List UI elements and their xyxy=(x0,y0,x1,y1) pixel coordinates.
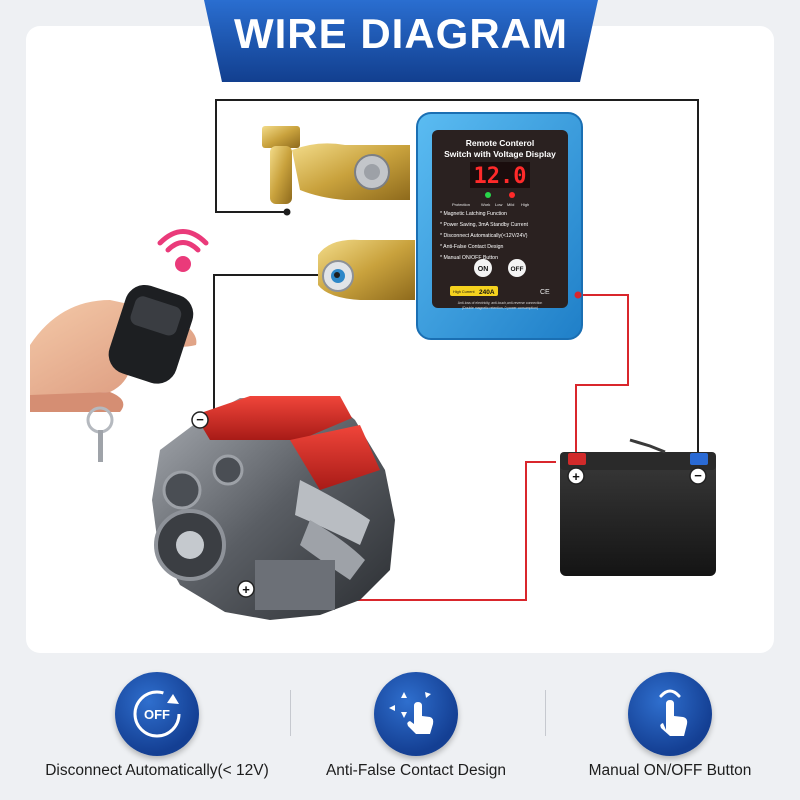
device-feature-1: * Magnetic Latching Function xyxy=(440,211,507,217)
engine-positive-label: + xyxy=(242,582,250,597)
feature-label-auto-disconnect: Disconnect Automatically(< 12V) xyxy=(45,762,269,779)
device-feature-5: * Manual ON/OFF Button xyxy=(440,255,498,261)
on-button-label: ON xyxy=(478,266,489,273)
engine-negative-label: − xyxy=(196,412,204,427)
feature-divider-2 xyxy=(545,690,546,736)
feature-label-manual-button: Manual ON/OFF Button xyxy=(588,762,752,779)
red-wire-engine xyxy=(246,461,556,601)
device-fine-print-2: (Double magnetic retention, 0 power cons… xyxy=(462,306,538,310)
off-button-label: OFF xyxy=(511,266,524,273)
device-feature-3: * Disconnect Automatically(<12V/24V) xyxy=(440,233,528,239)
feature-divider-1 xyxy=(290,690,291,736)
device-feature-2: * Power Saving, 3mA Standby Current xyxy=(440,222,529,228)
voltage-display: 12.0 xyxy=(474,164,527,189)
feature-auto-disconnect: OFF Disconnect Automatically(< 12V) xyxy=(24,672,290,792)
indicator-label-high: High xyxy=(521,202,529,207)
battery-positive-terminal: + xyxy=(567,467,585,485)
on-button[interactable] xyxy=(474,259,492,277)
title-banner xyxy=(204,0,598,82)
remote-control-hand xyxy=(30,229,209,462)
black-wire-top xyxy=(215,99,699,455)
remote-switch-device: Remote Conterol Switch with Voltage Disp… xyxy=(416,112,583,340)
battery xyxy=(560,438,716,576)
auto-off-icon: OFF xyxy=(115,672,199,756)
touch-drag-icon xyxy=(374,672,458,756)
battery-negative-terminal: − xyxy=(689,467,707,485)
battery-clamp-upper xyxy=(262,126,410,216)
device-feature-4: * Anti-False Contact Design xyxy=(440,244,504,250)
page-title: WIRE DIAGRAM xyxy=(234,10,568,57)
engine-negative-terminal: − xyxy=(191,411,209,429)
indicator-label-low: Low xyxy=(495,202,502,207)
indicator-label-mild: Mild xyxy=(507,202,514,207)
device-fine-print-1: Anti-loss of electricity, anti-touch,ant… xyxy=(458,301,543,305)
feature-label-anti-false-contact: Anti-False Contact Design xyxy=(325,762,507,779)
work-indicator-led xyxy=(485,192,491,198)
feature-anti-false-contact: Anti-False Contact Design xyxy=(283,672,549,792)
feature-manual-button: Manual ON/OFF Button xyxy=(537,672,800,792)
current-rating: 240A xyxy=(479,289,495,296)
device-title-line2: Switch with Voltage Display xyxy=(444,149,556,159)
svg-text:OFF: OFF xyxy=(144,707,170,722)
engine-positive-terminal: + xyxy=(237,580,255,598)
red-wire-device xyxy=(575,294,629,455)
battery-positive-label: + xyxy=(572,469,580,484)
battery-clamp-lower xyxy=(318,239,415,300)
off-button[interactable] xyxy=(508,259,526,277)
indicator-label-protection: Protection xyxy=(452,202,470,207)
battery-negative-label: − xyxy=(694,468,702,483)
mild-indicator-led xyxy=(509,192,515,198)
device-title-line1: Remote Conterol xyxy=(466,138,534,148)
black-wire-engine xyxy=(213,274,337,420)
indicator-label-work: Work xyxy=(481,202,490,207)
tap-hand-icon xyxy=(628,672,712,756)
ce-mark: CE xyxy=(540,289,550,296)
engine xyxy=(152,396,395,620)
high-current-label: High Current xyxy=(453,290,475,294)
